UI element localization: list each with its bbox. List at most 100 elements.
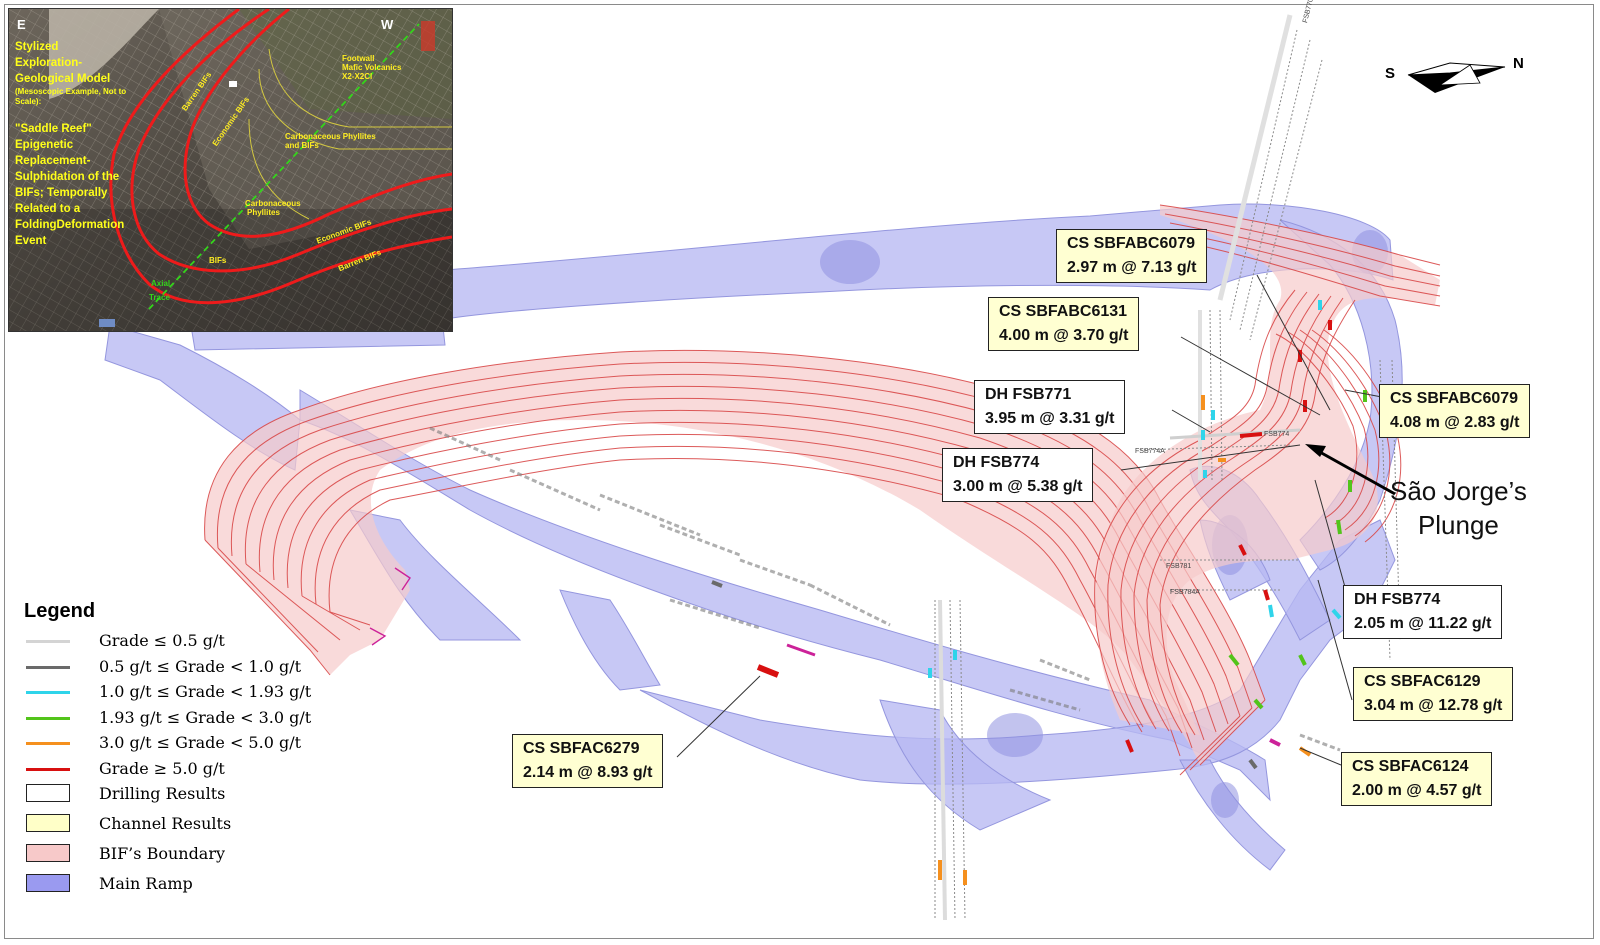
legend-title: Legend [24,600,96,622]
inset-label-axial: Axial [151,279,171,288]
legend-line-swatch [26,640,70,643]
callout-result: 2.14 m @ 8.93 g/t [523,764,653,781]
legend-item: 0.5 g/t ≤ Grade < 1.0 g/t [20,657,340,683]
callout-cs-sbfabc6079-top: CS SBFABC6079 2.97 m @ 7.13 g/t [1056,229,1208,283]
inset-label-x2: X2-X2Cl [342,72,373,81]
inset-label-phyllites: Phyllites [247,208,280,217]
inset-artwork [9,9,452,331]
callout-title: CS SBFABC6131 [999,303,1128,320]
callout-cs-sbfac6124: CS SBFAC6124 2.00 m @ 4.57 g/t [1341,752,1493,806]
drillhole-label-fsb774: FSB774 [1264,431,1290,438]
inset-desc-line: Related to a [15,203,81,215]
inset-desc-line: "Saddle Reef" [15,123,92,135]
drillhole-traces [934,14,1401,921]
callout-result: 3.04 m @ 12.78 g/t [1364,697,1503,714]
figure-frame [4,4,1594,939]
legend: Legend Grade ≤ 0.5 g/t 0.5 g/t ≤ Grade < … [20,600,340,904]
legend-item: 1.0 g/t ≤ Grade < 1.93 g/t [20,682,340,708]
inset-description: Stylized Exploration- Geological Model (… [15,39,135,249]
drillhole-label-fsb781: FSB781 [1166,563,1192,570]
legend-item-label: Channel Results [99,814,232,833]
inset-desc-note: (Mesoscopic Example, Not to Scale): [15,87,127,106]
callout-result: 3.00 m @ 5.38 g/t [953,478,1083,495]
callout-cs-sbfac6279: CS SBFAC6279 2.14 m @ 8.93 g/t [512,734,664,788]
legend-item-label: 1.93 g/t ≤ Grade < 3.0 g/t [99,707,312,727]
legend-item-label: 1.0 g/t ≤ Grade < 1.93 g/t [99,682,312,701]
inset-label-trace: Trace [149,293,170,302]
inset-label-bifs: BIFs [209,256,227,265]
inset-desc-line: Epigenetic [15,139,74,151]
legend-item: Main Ramp [20,874,340,904]
inset-label-footwall: Footwall [342,54,375,63]
grade-segments [711,300,1367,885]
channel-traces [429,426,1341,752]
legend-item-label: Grade ≤ 0.5 g/t [99,631,225,650]
legend-line-swatch [26,716,70,720]
callout-title: CS SBFAC6124 [1352,758,1469,775]
callout-title: CS SBFABC6079 [1067,235,1196,252]
legend-item: 1.93 g/t ≤ Grade < 3.0 g/t [20,708,340,734]
legend-item-label: Main Ramp [99,874,193,893]
callout-title: CS SBFABC6079 [1390,390,1519,407]
north-arrow: S N [1380,55,1540,105]
inset-label-carbonaceous: Carbonaceous [245,199,301,208]
legend-item-label: BIF’s Boundary [99,844,226,863]
callout-cs-sbfabc6079-right: CS SBFABC6079 4.08 m @ 2.83 g/t [1379,384,1531,438]
inset-desc-line: Stylized [15,41,59,53]
legend-item-label: 3.0 g/t ≤ Grade < 5.0 g/t [99,733,302,752]
legend-line-swatch [26,767,70,771]
callout-dh-fsb774-bottom: DH FSB774 2.05 m @ 11.22 g/t [1343,585,1503,639]
legend-items: Grade ≤ 0.5 g/t 0.5 g/t ≤ Grade < 1.0 g/t… [20,631,340,904]
inset-corner-w: W [381,17,394,32]
callout-result: 2.05 m @ 11.22 g/t [1354,615,1492,632]
inset-desc-line: FoldingDeformation [15,219,125,231]
compass-north-label: N [1513,55,1524,72]
legend-item-label: Grade ≥ 5.0 g/t [99,758,225,778]
legend-box-swatch [26,844,70,862]
legend-item: BIF’s Boundary [20,844,340,874]
inset-label-mafic: Mafic Volcanics [342,63,402,72]
callout-result: 4.08 m @ 2.83 g/t [1390,414,1520,431]
callout-cs-sbfabc6131: CS SBFABC6131 4.00 m @ 3.70 g/t [988,297,1140,351]
legend-item: 3.0 g/t ≤ Grade < 5.0 g/t [20,733,340,759]
inset-corner-e: E [17,17,26,32]
legend-box-swatch [26,784,70,802]
inset-desc-line: Exploration- [15,57,83,69]
callout-title: DH FSB774 [953,454,1040,471]
callout-dh-fsb771: DH FSB771 3.95 m @ 3.31 g/t [974,380,1126,434]
legend-item: Drilling Results [20,784,340,814]
inset-desc-line: Event [15,235,47,247]
legend-item: Channel Results [20,814,340,844]
plunge-label-line: Plunge [1417,510,1499,540]
plunge-arrow [1305,444,1396,496]
inset-desc-line: BIFs; Temporally [15,187,108,199]
legend-item: Grade ≥ 5.0 g/t [20,759,340,785]
drillhole-label-fsb774a: FSB774A [1135,448,1165,455]
callout-leaders [676,274,1388,766]
inset-desc-line: Replacement- [15,155,91,167]
callout-cs-sbfac6129: CS SBFAC6129 3.04 m @ 12.78 g/t [1353,667,1514,721]
callout-dh-fsb774-top: DH FSB774 3.00 m @ 5.38 g/t [942,448,1094,502]
plunge-label-line: São Jorge’s [1390,476,1527,506]
legend-item-label: Drilling Results [99,784,226,803]
legend-item: Grade ≤ 0.5 g/t [20,631,340,657]
legend-line-swatch [26,665,70,669]
legend-box-swatch [26,874,70,892]
legend-line-swatch [26,691,70,694]
callout-title: CS SBFAC6129 [1364,673,1481,690]
compass-south-label: S [1385,65,1396,82]
callout-title: DH FSB774 [1354,591,1441,608]
inset-label-carb-phyllites: Carbonaceous Phyllites [285,132,376,141]
callout-result: 2.97 m @ 7.13 g/t [1067,259,1197,276]
callout-result: 3.95 m @ 3.31 g/t [985,410,1115,427]
compass-arrow-icon [1407,62,1506,93]
legend-line-swatch [26,742,70,745]
legend-item-label: 0.5 g/t ≤ Grade < 1.0 g/t [99,656,302,676]
inset-label-and-bifs: and BIFs [285,141,319,150]
callout-title: DH FSB771 [985,386,1072,403]
geological-model-inset: E W Stylized Exploration- Geological Mod… [8,8,453,332]
callout-result: 2.00 m @ 4.57 g/t [1352,782,1482,799]
inset-desc-line: Geological Model [15,73,111,85]
plunge-label: São Jorge’s Plunge [1390,474,1527,542]
legend-box-swatch [26,814,70,832]
